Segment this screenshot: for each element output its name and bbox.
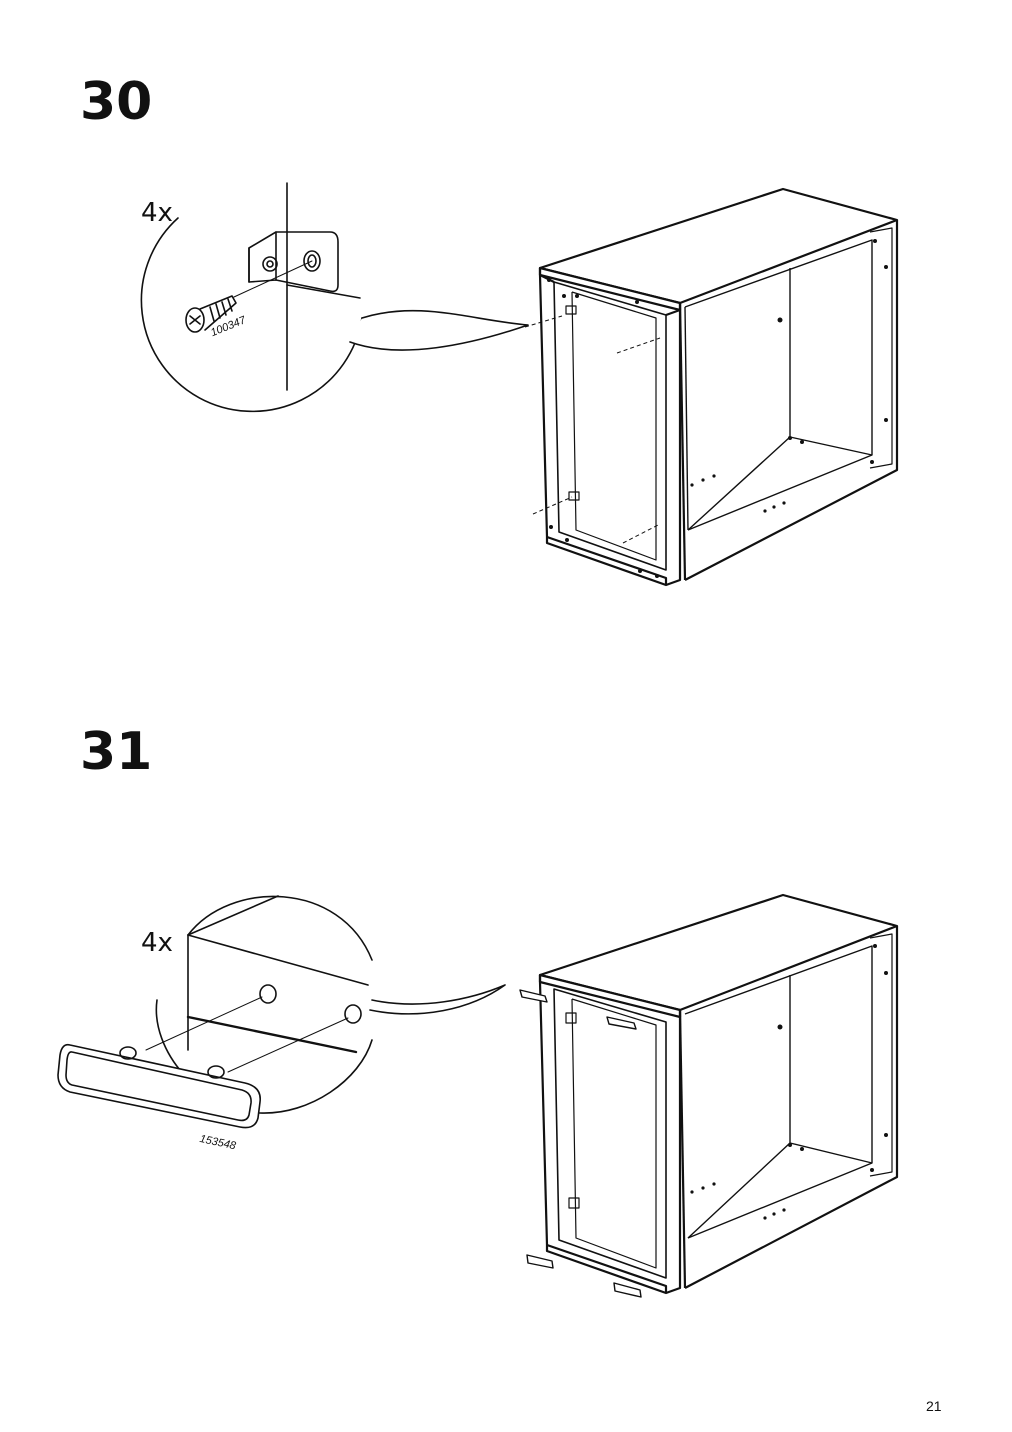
step-30-quantity: 4x (141, 198, 173, 228)
step-31-number: 31 (80, 722, 153, 782)
step-31-quantity: 4x (141, 928, 173, 958)
screw-icon (185, 295, 237, 333)
page-number: 21 (926, 1398, 942, 1414)
cabinet-step-30 (524, 187, 899, 587)
step-30-number: 30 (80, 72, 153, 132)
glide-icon (57, 1043, 262, 1129)
bracket-icon (248, 231, 339, 293)
step-31-detail-circle (187, 895, 373, 961)
step-30-detail-circle (140, 217, 363, 413)
cabinet-step-31 (519, 893, 899, 1298)
